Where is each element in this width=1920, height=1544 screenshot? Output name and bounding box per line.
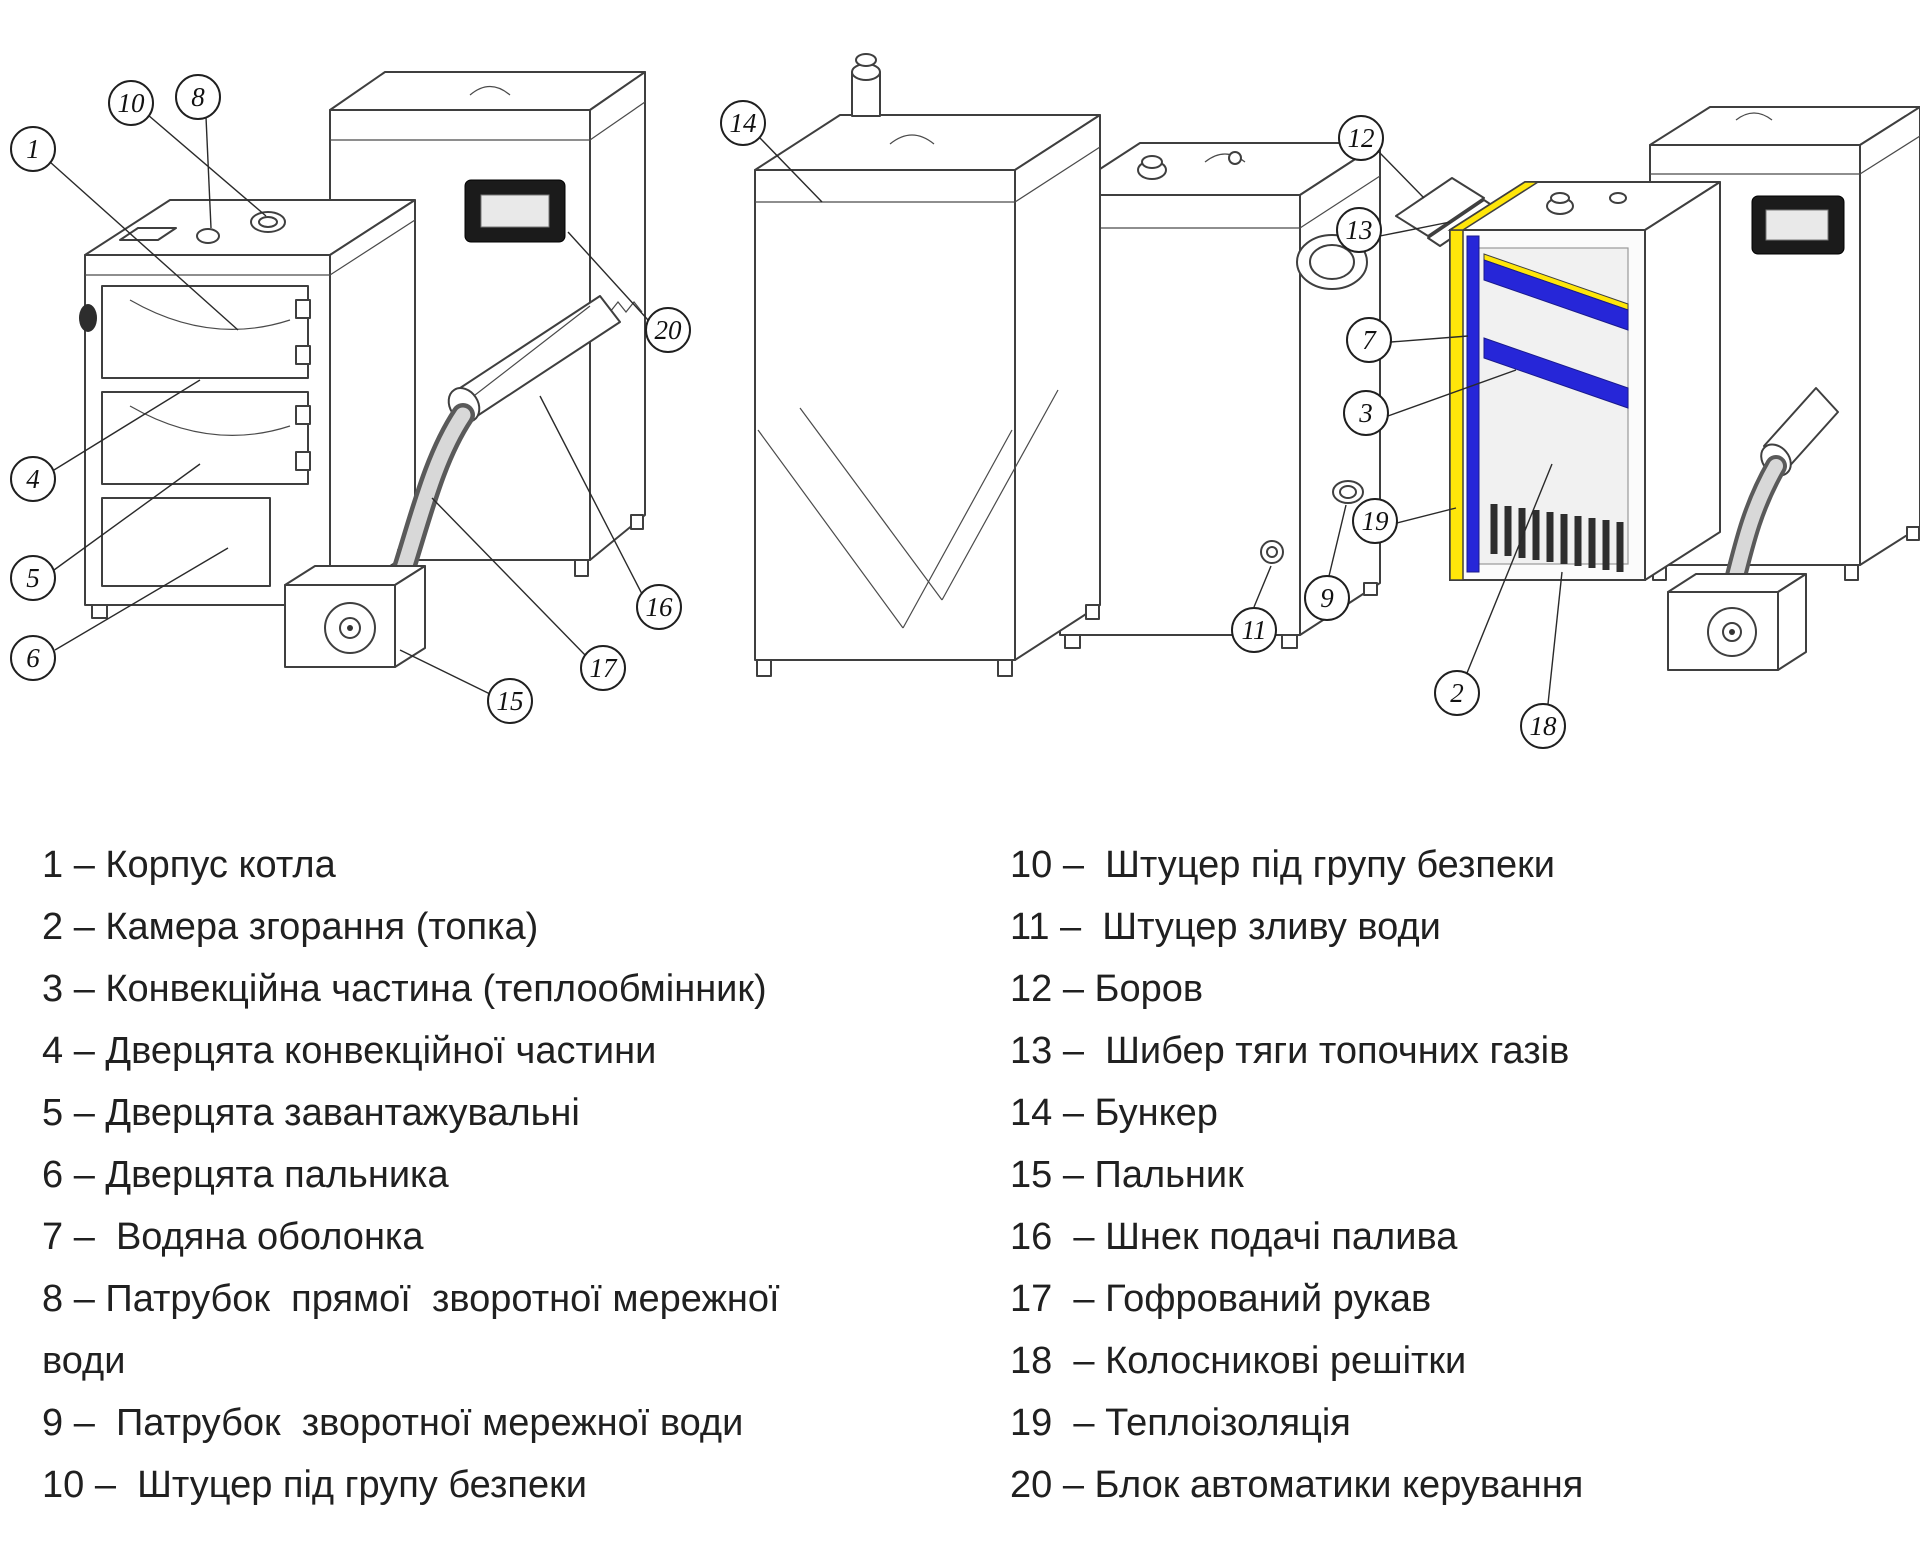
boiler-diagram-svg: 10 8 1 4 5 6 20 16 17 15 14 11 9 12 13 7…: [10, 53, 1920, 749]
callout-15: 15: [487, 678, 533, 724]
insulation-strip-top: [1447, 181, 1541, 231]
legend-item: 13 – Шибер тяги топочних газів: [1010, 1030, 1570, 1072]
legend-item: 6 – Дверцята пальника: [42, 1154, 449, 1196]
water-jacket: [1466, 235, 1480, 573]
callout-7: 7: [1346, 317, 1392, 363]
legend-item: 1 – Корпус котла: [42, 844, 336, 886]
view-left-assembled-boiler: [79, 71, 646, 668]
callout-17: 17: [580, 645, 626, 691]
svg-text:1: 1: [26, 134, 40, 164]
leader-lines: [49, 114, 1563, 705]
svg-text:5: 5: [26, 563, 40, 593]
svg-text:17: 17: [590, 653, 619, 683]
callout-19: 19: [1352, 498, 1398, 544]
legend-item: 3 – Конвекційна частина (теплообмінник): [42, 968, 767, 1010]
legend-item: 10 – Штуцер під групу безпеки: [42, 1464, 587, 1506]
callout-10: 10: [108, 80, 154, 126]
callouts: 10 8 1 4 5 6 20 16 17 15 14 11 9 12 13 7…: [10, 74, 1566, 749]
pellet-burner: [284, 565, 426, 668]
legend-item: 9 – Патрубок зворотної мережної води: [42, 1402, 744, 1444]
legend-item: 10 – Штуцер під групу безпеки: [1010, 844, 1555, 886]
legend-item: 17 – Гофрований рукав: [1010, 1278, 1432, 1320]
svg-text:18: 18: [1530, 711, 1558, 741]
svg-text:16: 16: [646, 592, 674, 622]
svg-text:15: 15: [497, 686, 524, 716]
boiler-body-rear: [1059, 142, 1381, 649]
callout-4: 4: [10, 456, 56, 502]
pellet-hopper-open: [754, 53, 1101, 677]
legend-right-column: 10 – Штуцер під групу безпеки 11 – Штуце…: [1010, 834, 1890, 1516]
callout-11: 11: [1231, 607, 1277, 653]
svg-text:2: 2: [1450, 678, 1464, 708]
svg-text:8: 8: [191, 82, 205, 112]
callout-9: 9: [1304, 575, 1350, 621]
legend-item: 2 – Камера згорання (топка): [42, 906, 539, 948]
parts-legend: 1 – Корпус котла 2 – Камера згорання (то…: [0, 800, 1920, 1516]
legend-item: 15 – Пальник: [1010, 1154, 1244, 1196]
legend-item: 16 – Шнек подачі палива: [1010, 1216, 1458, 1258]
svg-text:7: 7: [1362, 325, 1377, 355]
callout-6: 6: [10, 635, 56, 681]
legend-item: 11 – Штуцер зливу води: [1010, 906, 1441, 948]
legend-left-column: 1 – Корпус котла 2 – Камера згорання (то…: [42, 834, 1010, 1516]
legend-item: 19 – Теплоізоляція: [1010, 1402, 1351, 1444]
boiler-diagram: 10 8 1 4 5 6 20 16 17 15 14 11 9 12 13 7…: [10, 53, 1920, 749]
svg-text:12: 12: [1348, 123, 1375, 153]
callout-2: 2: [1434, 670, 1480, 716]
legend-item: 5 – Дверцята завантажувальні: [42, 1092, 580, 1134]
callout-3: 3: [1343, 390, 1389, 436]
grate-bars: [1490, 504, 1624, 572]
callout-18: 18: [1520, 703, 1566, 749]
svg-text:19: 19: [1362, 506, 1390, 536]
svg-text:14: 14: [730, 108, 757, 138]
callout-16: 16: [636, 584, 682, 630]
insulation-strip: [1449, 229, 1464, 581]
svg-text:20: 20: [655, 315, 683, 345]
legend-item: 12 – Боров: [1010, 968, 1204, 1010]
legend-item: 14 – Бункер: [1010, 1092, 1218, 1134]
callout-13: 13: [1336, 207, 1382, 253]
callout-5: 5: [10, 555, 56, 601]
side-pipe-flange: [79, 304, 97, 332]
corrugated-hose: [387, 403, 475, 596]
svg-text:9: 9: [1320, 583, 1334, 613]
legend-item: 20 – Блок автоматики керування: [1010, 1464, 1584, 1506]
boiler-doors: [101, 285, 311, 587]
svg-text:4: 4: [26, 464, 40, 494]
svg-text:13: 13: [1346, 215, 1373, 245]
callout-8: 8: [175, 74, 221, 120]
svg-text:10: 10: [118, 88, 146, 118]
vent-pipe: [851, 53, 881, 117]
heat-exchanger-plate-upper: [1483, 259, 1629, 331]
boiler-exploded: [1447, 181, 1721, 581]
legend-item: 4 – Дверцята конвекційної частини: [42, 1030, 657, 1072]
callout-20: 20: [645, 307, 691, 353]
heat-exchanger-plate-lower: [1483, 337, 1629, 409]
legend-item: 7 – Водяна оболонка: [42, 1216, 424, 1258]
callout-14: 14: [720, 100, 766, 146]
svg-text:6: 6: [26, 643, 40, 673]
control-panel: [464, 179, 566, 243]
view-exploded-boiler: [1395, 106, 1920, 671]
pellet-burner-rear: [1667, 573, 1807, 671]
callout-1: 1: [10, 126, 56, 172]
view-hopper-and-body: [754, 53, 1381, 677]
legend-item: 18 – Колосникові решітки: [1010, 1340, 1467, 1382]
svg-text:11: 11: [1242, 615, 1267, 645]
callout-12: 12: [1338, 115, 1384, 161]
svg-text:3: 3: [1358, 398, 1373, 428]
legend-item: 8 – Патрубок прямої зворотної мережної в…: [42, 1278, 780, 1382]
